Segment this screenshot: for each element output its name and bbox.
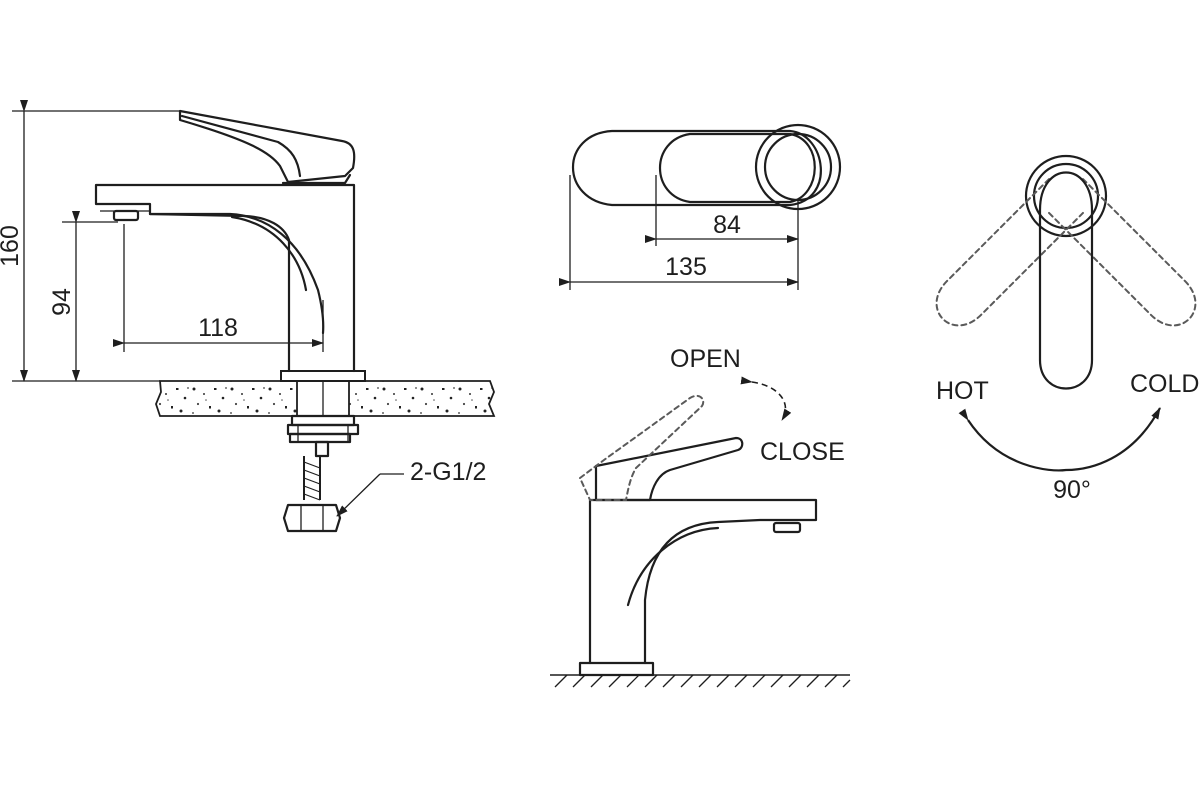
- label-close: CLOSE: [760, 438, 845, 466]
- faucet-side-view: [94, 109, 496, 533]
- faucet-operation-view: [550, 376, 851, 688]
- operation-body: [588, 498, 818, 665]
- label-spout-reach: 118: [198, 314, 238, 342]
- front-base-ring: [1024, 154, 1108, 238]
- faucet-top-view: [559, 123, 842, 290]
- label-handle-length: 84: [713, 211, 741, 239]
- side-view-dimensions: [12, 100, 324, 382]
- top-lever-outline: [571, 129, 822, 207]
- lever-cold-position: [935, 178, 1084, 327]
- label-connection: 2-G1/2: [410, 458, 486, 486]
- label-hot: HOT: [936, 377, 989, 405]
- label-total-length: 135: [665, 253, 707, 281]
- faucet-body: [94, 183, 356, 373]
- label-cold: COLD: [1130, 370, 1199, 398]
- operation-lever-closed: [594, 436, 744, 502]
- open-close-arrow: [740, 376, 792, 421]
- aerator: [112, 209, 140, 222]
- front-lever: [1038, 171, 1094, 390]
- operation-lever-open: [578, 394, 705, 501]
- label-spout-height: 94: [48, 288, 76, 316]
- label-open: OPEN: [670, 345, 741, 373]
- lever-handle: [178, 109, 356, 184]
- hose-nut: [282, 503, 342, 533]
- lever-hot-position: [1048, 178, 1197, 327]
- label-rotation: 90°: [1053, 476, 1091, 504]
- operation-aerator: [772, 521, 802, 534]
- label-total-height: 160: [0, 225, 24, 267]
- base-flange: [280, 370, 366, 382]
- floor-hatch: [554, 674, 851, 688]
- rotation-arc: [958, 407, 1161, 472]
- faucet-front-view: [935, 154, 1197, 472]
